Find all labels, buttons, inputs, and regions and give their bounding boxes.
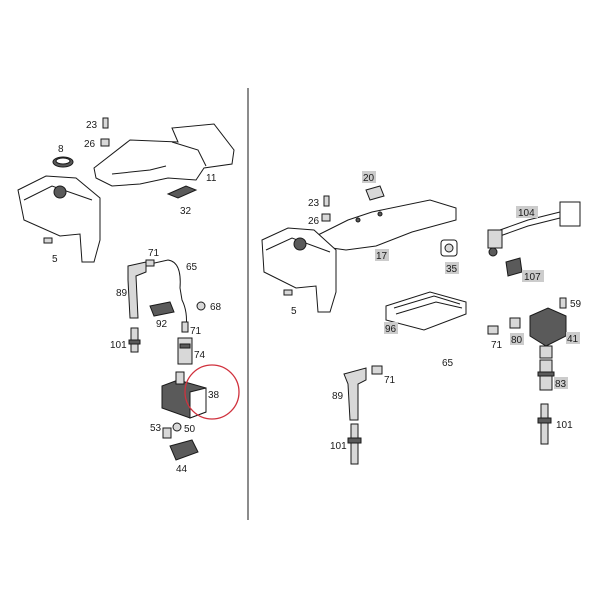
label-71a-right: 71 [491,340,503,351]
part-8-emblem [52,156,74,168]
part-17-plate [315,199,457,251]
part-44-bracket [169,439,199,461]
label-44: 44 [176,464,188,475]
label-101a-right: 101 [330,441,347,452]
part-26-grommet-right [321,213,331,222]
label-71a: 71 [148,248,160,259]
label-17: 17 [376,251,388,262]
label-20: 20 [363,173,375,184]
label-8: 8 [58,144,64,155]
label-107: 107 [524,272,541,283]
label-68: 68 [210,302,222,313]
part-11-cover-plate [93,123,235,187]
label-5-right: 5 [291,306,297,317]
part-65-lead [145,259,187,329]
label-26: 26 [84,139,96,150]
label-53: 53 [150,423,162,434]
part-83-boot [537,359,555,391]
label-26-right: 26 [308,216,320,227]
label-101b-right: 101 [556,420,573,431]
label-17-highlight [375,249,389,261]
label-89: 89 [116,288,128,299]
label-5: 5 [52,254,58,265]
part-50-washer [172,422,182,432]
part-101a-spark-plug [347,423,362,465]
part-101b-spark-plug [537,403,552,445]
part-74-boot [177,337,193,365]
label-83: 83 [555,379,567,390]
label-23: 23 [86,120,98,131]
part-5-engine-cover-right [261,227,337,313]
label-35: 35 [446,264,458,275]
part-92-connector [149,301,175,317]
label-92: 92 [156,319,168,330]
label-11: 11 [206,173,217,184]
label-83-highlight [554,377,568,389]
label-35-highlight [445,262,459,274]
part-89-plug-connector-right [343,367,367,421]
label-38: 38 [208,390,220,401]
label-80: 80 [511,335,523,346]
part-53-screw [162,427,172,439]
part-68-nut [196,301,206,311]
label-41: 41 [567,334,579,345]
label-59: 59 [570,299,582,310]
label-89-right: 89 [332,391,344,402]
label-41-highlight [566,332,580,344]
part-71b-terminal-right [371,365,383,375]
part-59-screw [559,297,567,309]
part-89-plug-connector [127,261,147,319]
part-41-coil [529,307,567,359]
label-20-highlight [362,171,376,183]
part-20-clip [365,185,385,201]
part-71b-terminal [181,321,189,333]
part-35-grommet [440,239,458,257]
label-104: 104 [518,208,535,219]
part-107-connector [505,257,523,277]
label-96-highlight [384,322,398,334]
label-23-right: 23 [308,198,320,209]
label-71b: 71 [190,326,202,337]
label-107-highlight [522,270,544,282]
label-32: 32 [180,206,192,217]
part-96-coil-rail [385,291,467,331]
label-50: 50 [184,424,196,435]
part-38-ignition-coil [161,371,207,419]
part-23-bolt [102,117,109,129]
label-80-highlight [510,333,524,345]
part-80-connector [509,317,521,329]
label-65-right: 65 [442,358,454,369]
part-71a-terminal [487,325,499,335]
label-96: 96 [385,324,397,335]
left-panel: 8 23 26 11 32 5 71 65 [17,117,240,475]
part-104-sensor-cable [487,201,581,257]
right-panel: 20 23 26 17 35 [261,171,582,465]
part-32-clip [166,185,198,199]
label-101: 101 [110,340,127,351]
part-65-lead-right [379,333,491,371]
part-5-engine-cover [17,175,101,263]
label-104-highlight [516,206,538,218]
label-65: 65 [186,262,198,273]
part-26-grommet [100,138,110,147]
part-101-spark-plug [128,327,141,353]
part-23-bolt-right [323,195,330,207]
label-74: 74 [194,350,206,361]
callout-circle [184,364,240,420]
label-71b-right: 71 [384,375,396,386]
